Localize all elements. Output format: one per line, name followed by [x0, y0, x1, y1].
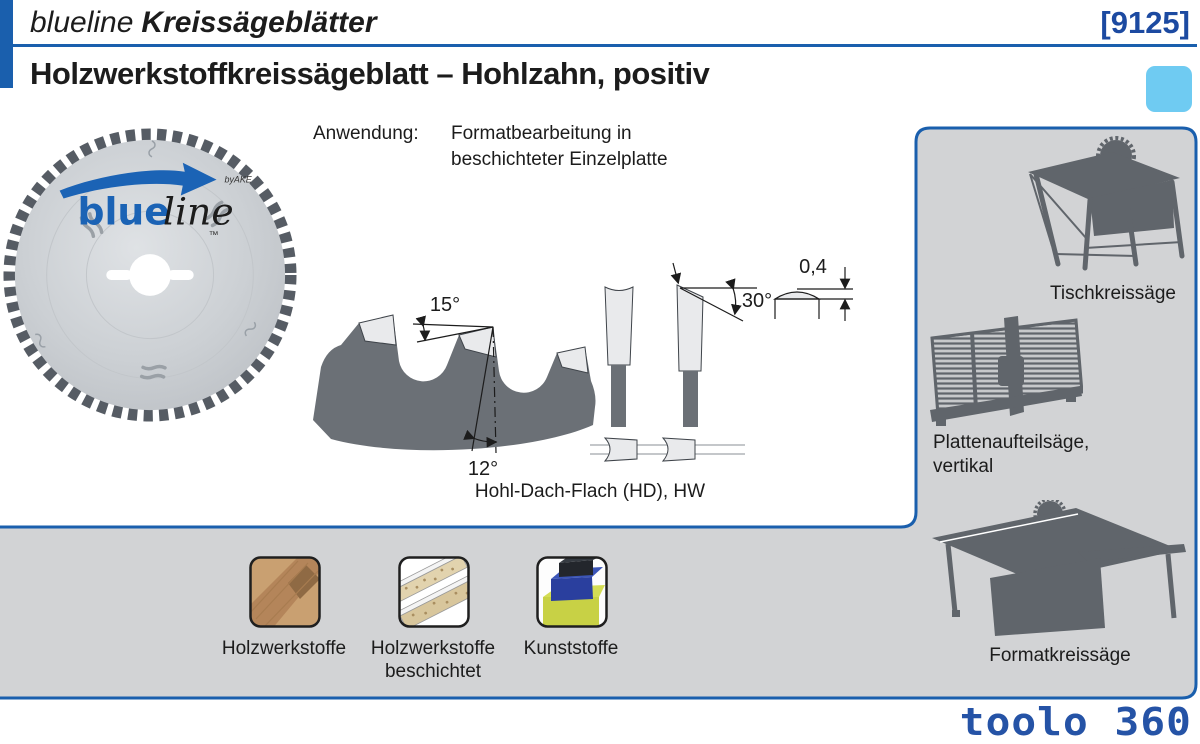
- hook-angle-label: 15°: [430, 294, 460, 316]
- blade-logo-tm: ™: [209, 230, 219, 241]
- roof-angle-label: 30°: [742, 290, 772, 312]
- catalog-code: [9125]: [1100, 5, 1190, 40]
- header-divider: [0, 44, 1197, 47]
- hook-angle-lines: [412, 315, 494, 343]
- color-tab-marker: [1146, 66, 1192, 112]
- tooth-profile-diagram: 15° 12° 30° 0,4: [313, 256, 853, 480]
- page-title: Holzwerkstoffkreissägeblatt – Hohlzahn, …: [30, 56, 710, 91]
- clearance-angle-label: 12°: [468, 458, 498, 480]
- material-label-holzwerkstoffe: Holzwerkstoffe: [221, 638, 347, 659]
- toolo360-logo: toolo 360: [959, 700, 1192, 744]
- rim-squiggles: [35, 140, 257, 348]
- blade-teeth-ring: [3, 128, 297, 422]
- saw-blade-photo: blue line byAKE ™: [3, 128, 297, 422]
- blade-logo: blue line byAKE ™: [59, 162, 253, 241]
- material-icon-holzwerkstoffe: [249, 556, 321, 628]
- application-label: Anwendung:: [313, 123, 419, 144]
- application-text: Formatbearbeitung in beschichteter Einze…: [451, 123, 668, 170]
- blade-segment-profile: [313, 315, 596, 451]
- machine-label-tischkreissaege: Tischkreissäge: [1049, 283, 1176, 304]
- crown-detail: [772, 267, 853, 321]
- crown-height-label: 0,4: [799, 256, 827, 278]
- material-icon-kunststoffe: [536, 556, 608, 628]
- brand-blueline: blueline: [30, 6, 134, 39]
- sliding-table-saw-illustration: [932, 500, 1186, 636]
- table-saw-illustration: [1028, 136, 1185, 271]
- expansion-slots: [79, 200, 230, 380]
- tooth-type-caption: Hohl-Dach-Flach (HD), HW: [474, 481, 706, 502]
- blade-bore: [129, 254, 171, 296]
- blade-logo-by: byAKE: [224, 175, 252, 185]
- vertical-panel-saw-illustration: [930, 316, 1083, 426]
- blade-logo-line: line: [163, 189, 234, 233]
- tooth-top-view-1: [603, 437, 638, 462]
- brand-product-line: Kreissägeblätter: [141, 6, 377, 39]
- material-icon-holzwerkstoffe-beschichtet: [398, 556, 470, 628]
- roof-angle-lines: [670, 262, 757, 322]
- blade-logo-blue: blue: [77, 189, 169, 233]
- machine-label-plattenaufteilsaege: Plattenaufteilsäge, vertikal: [933, 432, 1090, 477]
- tooth-top-view-2: [661, 437, 696, 462]
- machine-label-formatkreissaege: Formatkreissäge: [989, 645, 1131, 666]
- hollow-tooth-front: [604, 286, 634, 366]
- clearance-angle-lines: [463, 326, 498, 454]
- material-label-kunststoffe: Kunststoffe: [523, 638, 619, 659]
- blade-logo-arrow: [59, 162, 217, 199]
- roof-tooth-front: [676, 284, 704, 372]
- application-block: Anwendung: Formatbearbeitung in beschich…: [313, 121, 668, 173]
- carbide-tips: [358, 314, 589, 374]
- material-label-holzwerkstoffe-beschichtet: Holzwerkstoffe beschichtet: [370, 638, 496, 682]
